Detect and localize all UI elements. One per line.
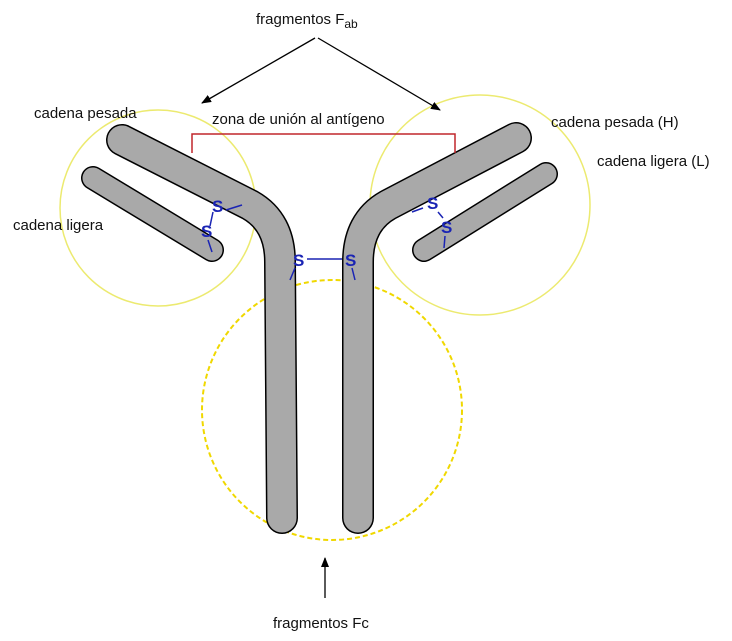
sulfur-atom: S [427,194,438,213]
heavy-chain-label-right: cadena pesada (H) [551,114,679,131]
fab-arrow-right [318,38,440,110]
fab-label-subscript: ab [344,17,358,31]
binding-zone-label: zona de unión al antígeno [212,111,385,128]
heavy-chain-label-left: cadena pesada [34,105,137,122]
light-chain-label-left: cadena ligera [13,217,104,234]
sulfur-atom: S [212,197,223,216]
fc-circle [202,280,462,540]
sulfur-atom: S [201,222,212,241]
light-chain-label-right: cadena ligera (L) [597,153,710,170]
sulfur-atom: S [345,251,356,270]
fab-fragments-label: fragmentos Fab [256,11,358,31]
sulfur-atom: S [441,218,452,237]
sulfur-atom: S [293,251,304,270]
fab-arrow-left [202,38,315,103]
fab-label-prefix: fragmentos F [256,11,344,28]
fc-fragments-label: fragmentos Fc [273,615,369,632]
